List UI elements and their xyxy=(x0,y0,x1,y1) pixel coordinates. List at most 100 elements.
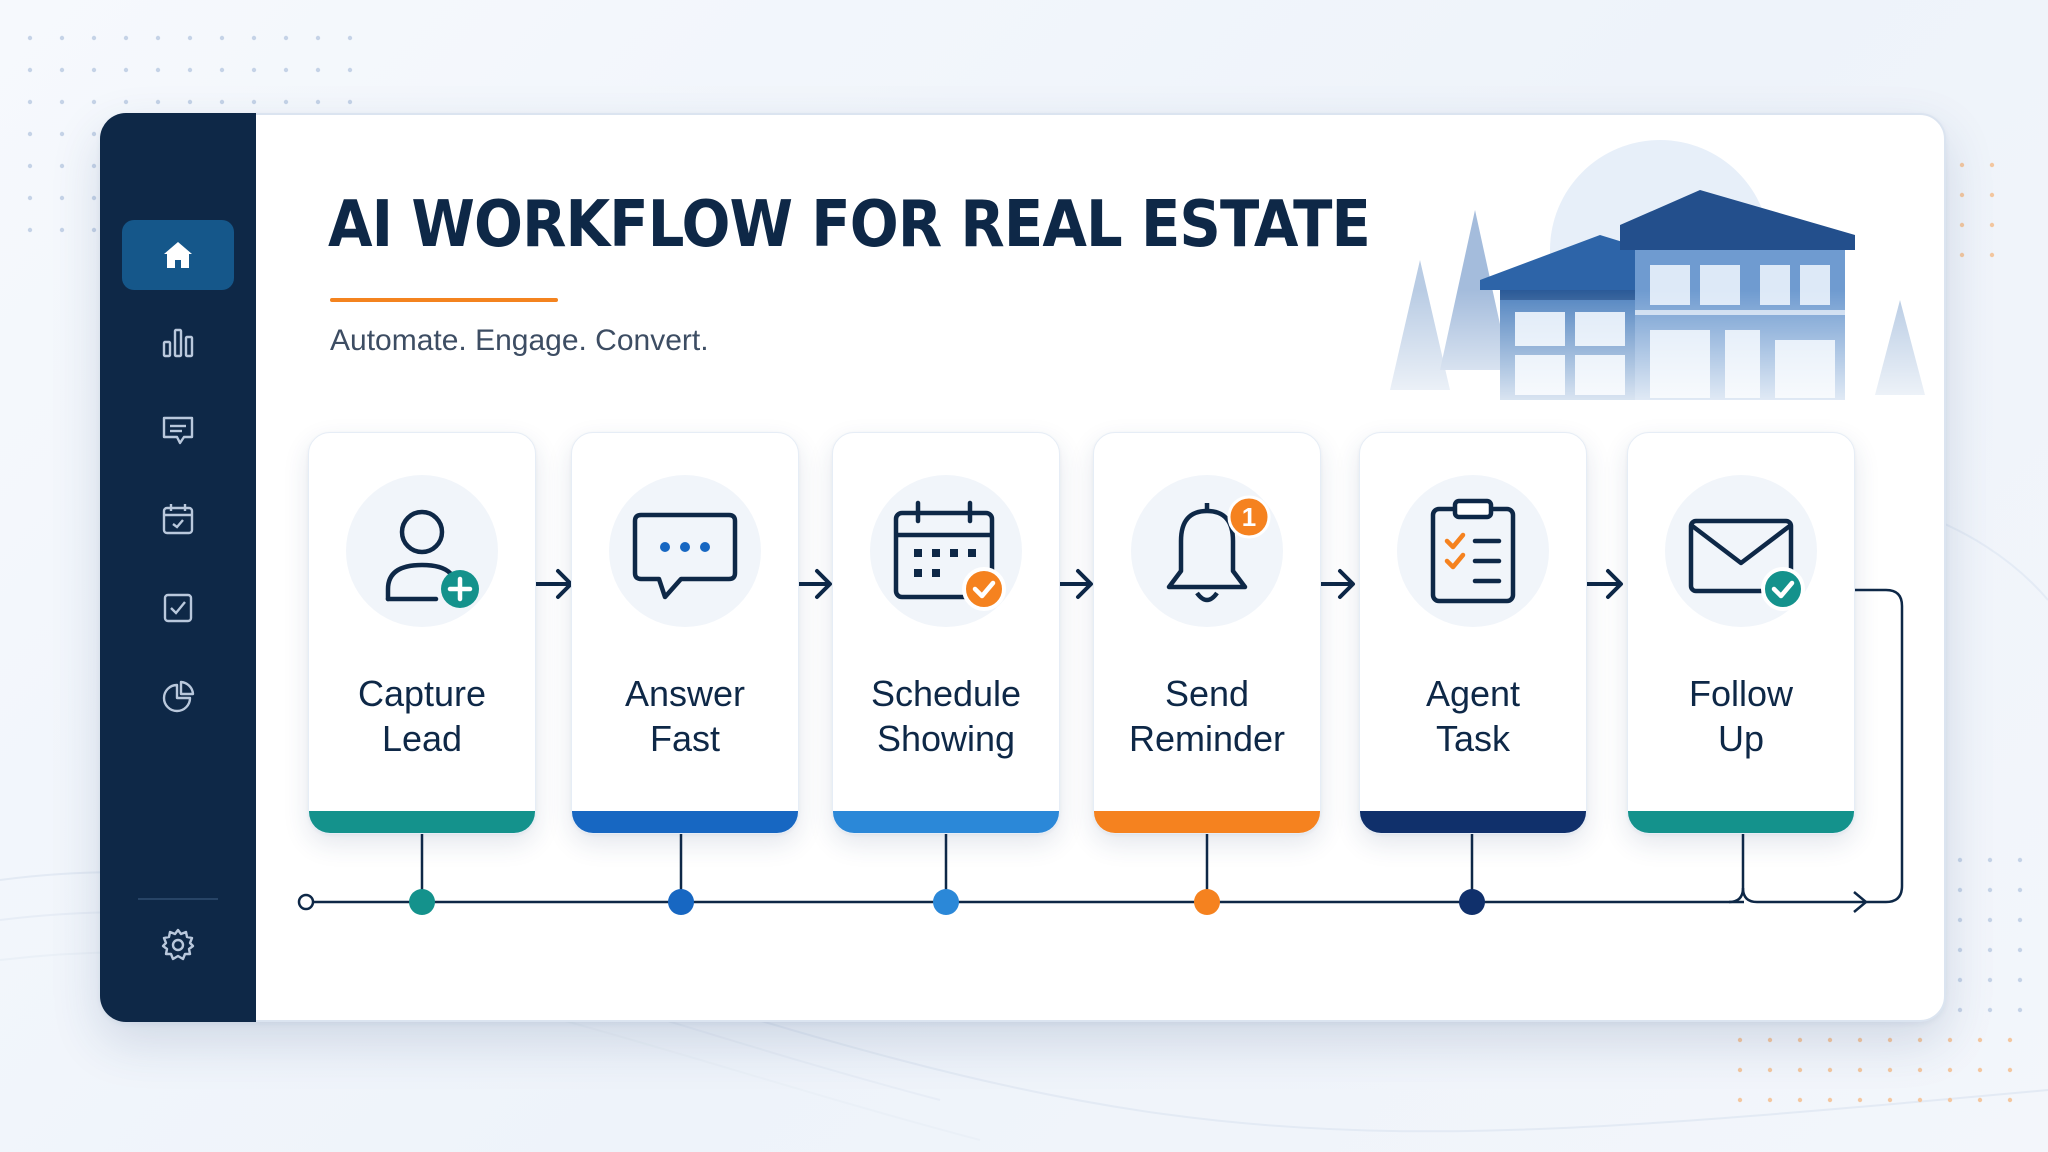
step-accent-bar xyxy=(309,811,535,833)
decor-dot xyxy=(2007,1037,2013,1043)
decor-dot xyxy=(1957,1007,1963,1013)
step-label-line1: Answer xyxy=(624,673,746,714)
step-label-line2: Up xyxy=(1717,718,1765,759)
decor-dot xyxy=(347,67,353,73)
decor-dot xyxy=(1957,857,1963,863)
sidebar-item-reports[interactable] xyxy=(122,662,234,732)
icon-circle xyxy=(346,475,498,627)
decor-dot xyxy=(1887,1097,1893,1103)
chat-icon xyxy=(162,416,194,445)
decor-dot xyxy=(1989,162,1995,168)
decor-dot xyxy=(1887,1037,1893,1043)
decor-dot xyxy=(2017,977,2023,983)
sidebar-item-settings[interactable] xyxy=(122,910,234,980)
step-card-answer-fast[interactable]: Answer Fast xyxy=(571,432,799,834)
calendar-icon xyxy=(162,504,194,535)
decor-dot xyxy=(27,163,33,169)
decor-dot xyxy=(2017,887,2023,893)
decor-dot xyxy=(1977,1037,1983,1043)
step-card-capture-lead[interactable]: Capture Lead xyxy=(308,432,536,834)
user-plus-icon xyxy=(385,509,479,608)
step-accent-bar xyxy=(572,811,798,833)
step-card-follow-up[interactable]: Follow Up xyxy=(1627,432,1855,834)
step-label: Schedule Showing xyxy=(833,671,1059,761)
sidebar-item-tasks[interactable] xyxy=(122,573,234,643)
decor-dot xyxy=(155,67,161,73)
decor-dot xyxy=(1857,1067,1863,1073)
decor-dot xyxy=(1767,1037,1773,1043)
decor-dot xyxy=(91,131,97,137)
decor-dot xyxy=(123,35,129,41)
step-label-line2: Task xyxy=(1435,718,1511,759)
decor-dot xyxy=(123,99,129,105)
decor-dot xyxy=(315,35,321,41)
decor-dot xyxy=(1887,1067,1893,1073)
decor-dot xyxy=(219,99,225,105)
step-label-line2: Lead xyxy=(381,718,463,759)
decor-dot xyxy=(27,227,33,233)
decor-dot xyxy=(27,35,33,41)
decor-dot xyxy=(315,67,321,73)
step-label: Capture Lead xyxy=(309,671,535,761)
step-label-line2: Fast xyxy=(649,718,720,759)
page-title: AI WORKFLOW FOR REAL ESTATE xyxy=(328,188,1371,262)
icon-circle xyxy=(870,475,1022,627)
icon-circle xyxy=(609,475,761,627)
decor-dot xyxy=(251,99,257,105)
decor-dot xyxy=(155,35,161,41)
sidebar-item-calendar[interactable] xyxy=(122,484,234,554)
sidebar-item-home[interactable] xyxy=(122,220,234,290)
decor-dot xyxy=(91,163,97,169)
decor-dot xyxy=(1957,947,1963,953)
step-label: Follow Up xyxy=(1628,671,1854,761)
step-card-agent-task[interactable]: Agent Task xyxy=(1359,432,1587,834)
notification-badge: 1 xyxy=(1241,502,1257,532)
step-label-line1: Follow xyxy=(1688,673,1794,714)
decor-dot xyxy=(187,35,193,41)
icon-circle: 1 xyxy=(1131,475,1283,627)
decor-dot xyxy=(91,195,97,201)
calendar-check-icon xyxy=(893,500,1006,611)
title-underline xyxy=(330,298,558,302)
step-label-line1: Capture xyxy=(357,673,487,714)
decor-dot xyxy=(1947,1037,1953,1043)
decor-dot xyxy=(91,227,97,233)
sidebar-item-messages[interactable] xyxy=(122,395,234,465)
decor-dot xyxy=(1977,1097,1983,1103)
decor-dot xyxy=(1957,917,1963,923)
step-label-line1: Schedule xyxy=(870,673,1022,714)
sidebar-item-analytics[interactable] xyxy=(122,307,234,377)
decor-dot xyxy=(59,99,65,105)
page-subtitle: Automate. Engage. Convert. xyxy=(330,324,709,357)
decor-dot xyxy=(1737,1037,1743,1043)
decor-dot xyxy=(59,163,65,169)
decor-dot xyxy=(1917,1067,1923,1073)
step-label-line1: Send xyxy=(1164,673,1250,714)
decor-dot xyxy=(347,35,353,41)
step-accent-bar xyxy=(1094,811,1320,833)
step-accent-bar xyxy=(1360,811,1586,833)
decor-dot xyxy=(1797,1067,1803,1073)
step-label: Send Reminder xyxy=(1094,671,1320,761)
decor-dot xyxy=(1959,162,1965,168)
decor-dot xyxy=(1827,1097,1833,1103)
decor-dot xyxy=(1959,192,1965,198)
checkbox-icon xyxy=(163,593,193,623)
icon-circle xyxy=(1665,475,1817,627)
step-card-send-reminder[interactable]: 1 Send Reminder xyxy=(1093,432,1321,834)
decor-dot xyxy=(1977,1067,1983,1073)
decor-dot xyxy=(91,35,97,41)
decor-dot xyxy=(1987,917,1993,923)
decor-dot xyxy=(1917,1097,1923,1103)
decor-dot xyxy=(1827,1067,1833,1073)
decor-dot xyxy=(1767,1067,1773,1073)
decor-dot xyxy=(27,67,33,73)
step-card-schedule-showing[interactable]: Schedule Showing xyxy=(832,432,1060,834)
decor-dot xyxy=(1737,1097,1743,1103)
decor-dot xyxy=(2017,947,2023,953)
decor-dot xyxy=(1959,252,1965,258)
decor-dot xyxy=(1827,1037,1833,1043)
pie-chart-icon xyxy=(162,680,195,713)
decor-dot xyxy=(1989,192,1995,198)
decor-dot xyxy=(155,99,161,105)
